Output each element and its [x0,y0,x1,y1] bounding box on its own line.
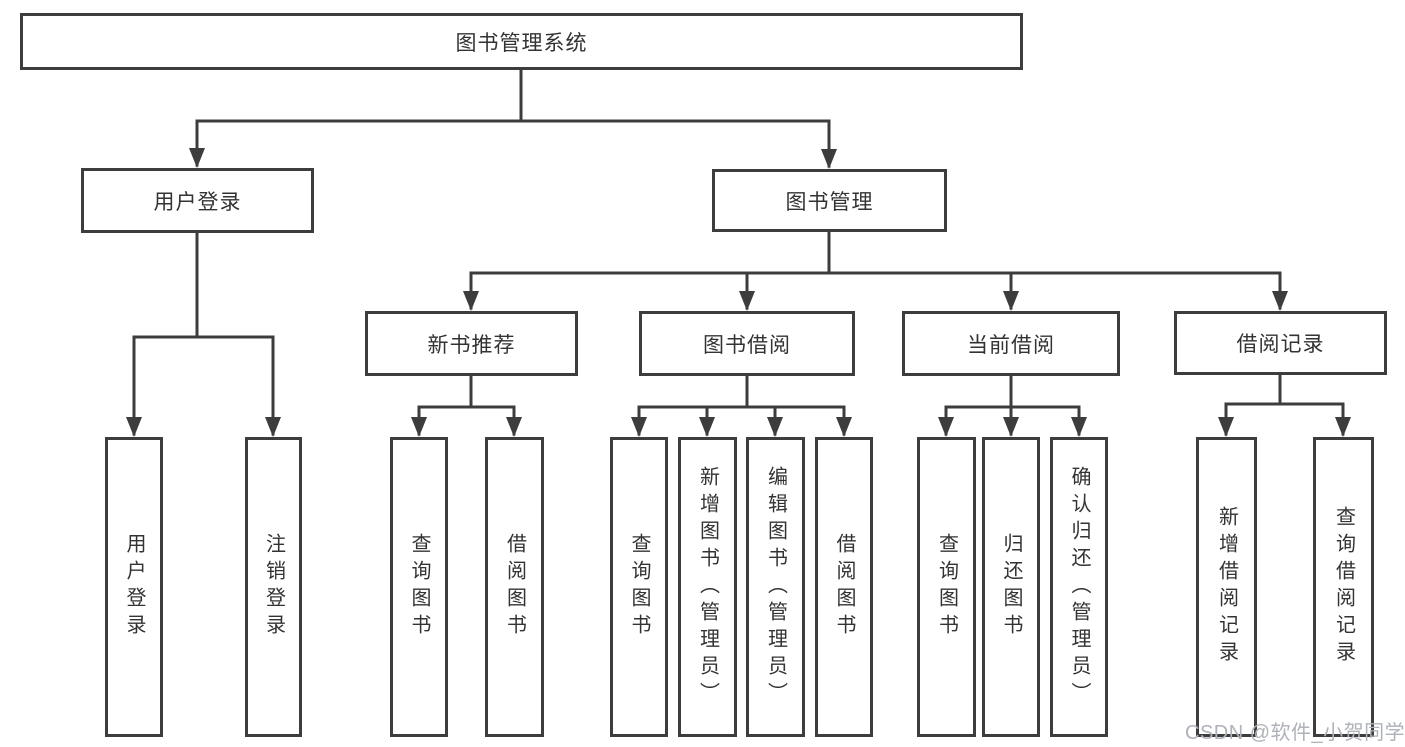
node-new-book-recommend: 新书推荐 [365,311,578,376]
node-leaf-query-borrow-record: 查询借阅记录 [1313,437,1374,737]
arrowhead-icon [1218,417,1234,437]
arrowhead-icon [699,417,715,437]
arrowhead-icon [1003,417,1019,437]
arrowhead-icon [739,291,755,311]
arrowhead-icon [411,417,427,437]
arrowhead-icon [1335,417,1351,437]
arrowhead-icon [506,417,522,437]
arrowhead-icon [631,417,647,437]
node-book-management: 图书管理 [712,169,947,232]
arrowhead-icon [1071,417,1087,437]
node-leaf-borrow-books-rec: 借阅图书 [485,437,544,737]
node-leaf-borrow-books-borrow: 借阅图书 [815,437,873,737]
arrowhead-icon [767,417,783,437]
node-leaf-add-borrow-record: 新增借阅记录 [1196,437,1257,737]
node-leaf-query-books-current: 查询图书 [917,437,976,737]
node-current-borrowing: 当前借阅 [902,311,1120,376]
watermark: CSDN @软件_小贺同学 [1185,722,1405,744]
node-root-system: 图书管理系统 [20,13,1023,70]
arrowhead-icon [463,291,479,311]
node-leaf-add-books-admin: 新增图书（管理员） [678,437,737,737]
node-leaf-return-books: 归还图书 [982,437,1040,737]
node-leaf-user-login: 用户登录 [105,437,163,737]
arrowhead-icon [836,417,852,437]
arrowhead-icon [821,149,837,169]
arrowhead-icon [126,417,142,437]
arrowhead-icon [189,148,205,168]
node-book-borrowing: 图书借阅 [639,311,855,376]
node-leaf-logout: 注销登录 [245,437,302,737]
arrowhead-icon [1272,291,1288,311]
node-borrowing-records: 借阅记录 [1174,311,1387,375]
arrowhead-icon [1003,291,1019,311]
arrowhead-icon [265,417,281,437]
node-leaf-query-books-borrow: 查询图书 [610,437,668,737]
node-leaf-edit-books-admin: 编辑图书（管理员） [746,437,805,737]
node-user-login: 用户登录 [81,168,314,233]
node-leaf-confirm-return-admin: 确认归还（管理员） [1050,437,1108,737]
node-leaf-query-books-rec: 查询图书 [390,437,448,737]
arrowhead-icon [938,417,954,437]
